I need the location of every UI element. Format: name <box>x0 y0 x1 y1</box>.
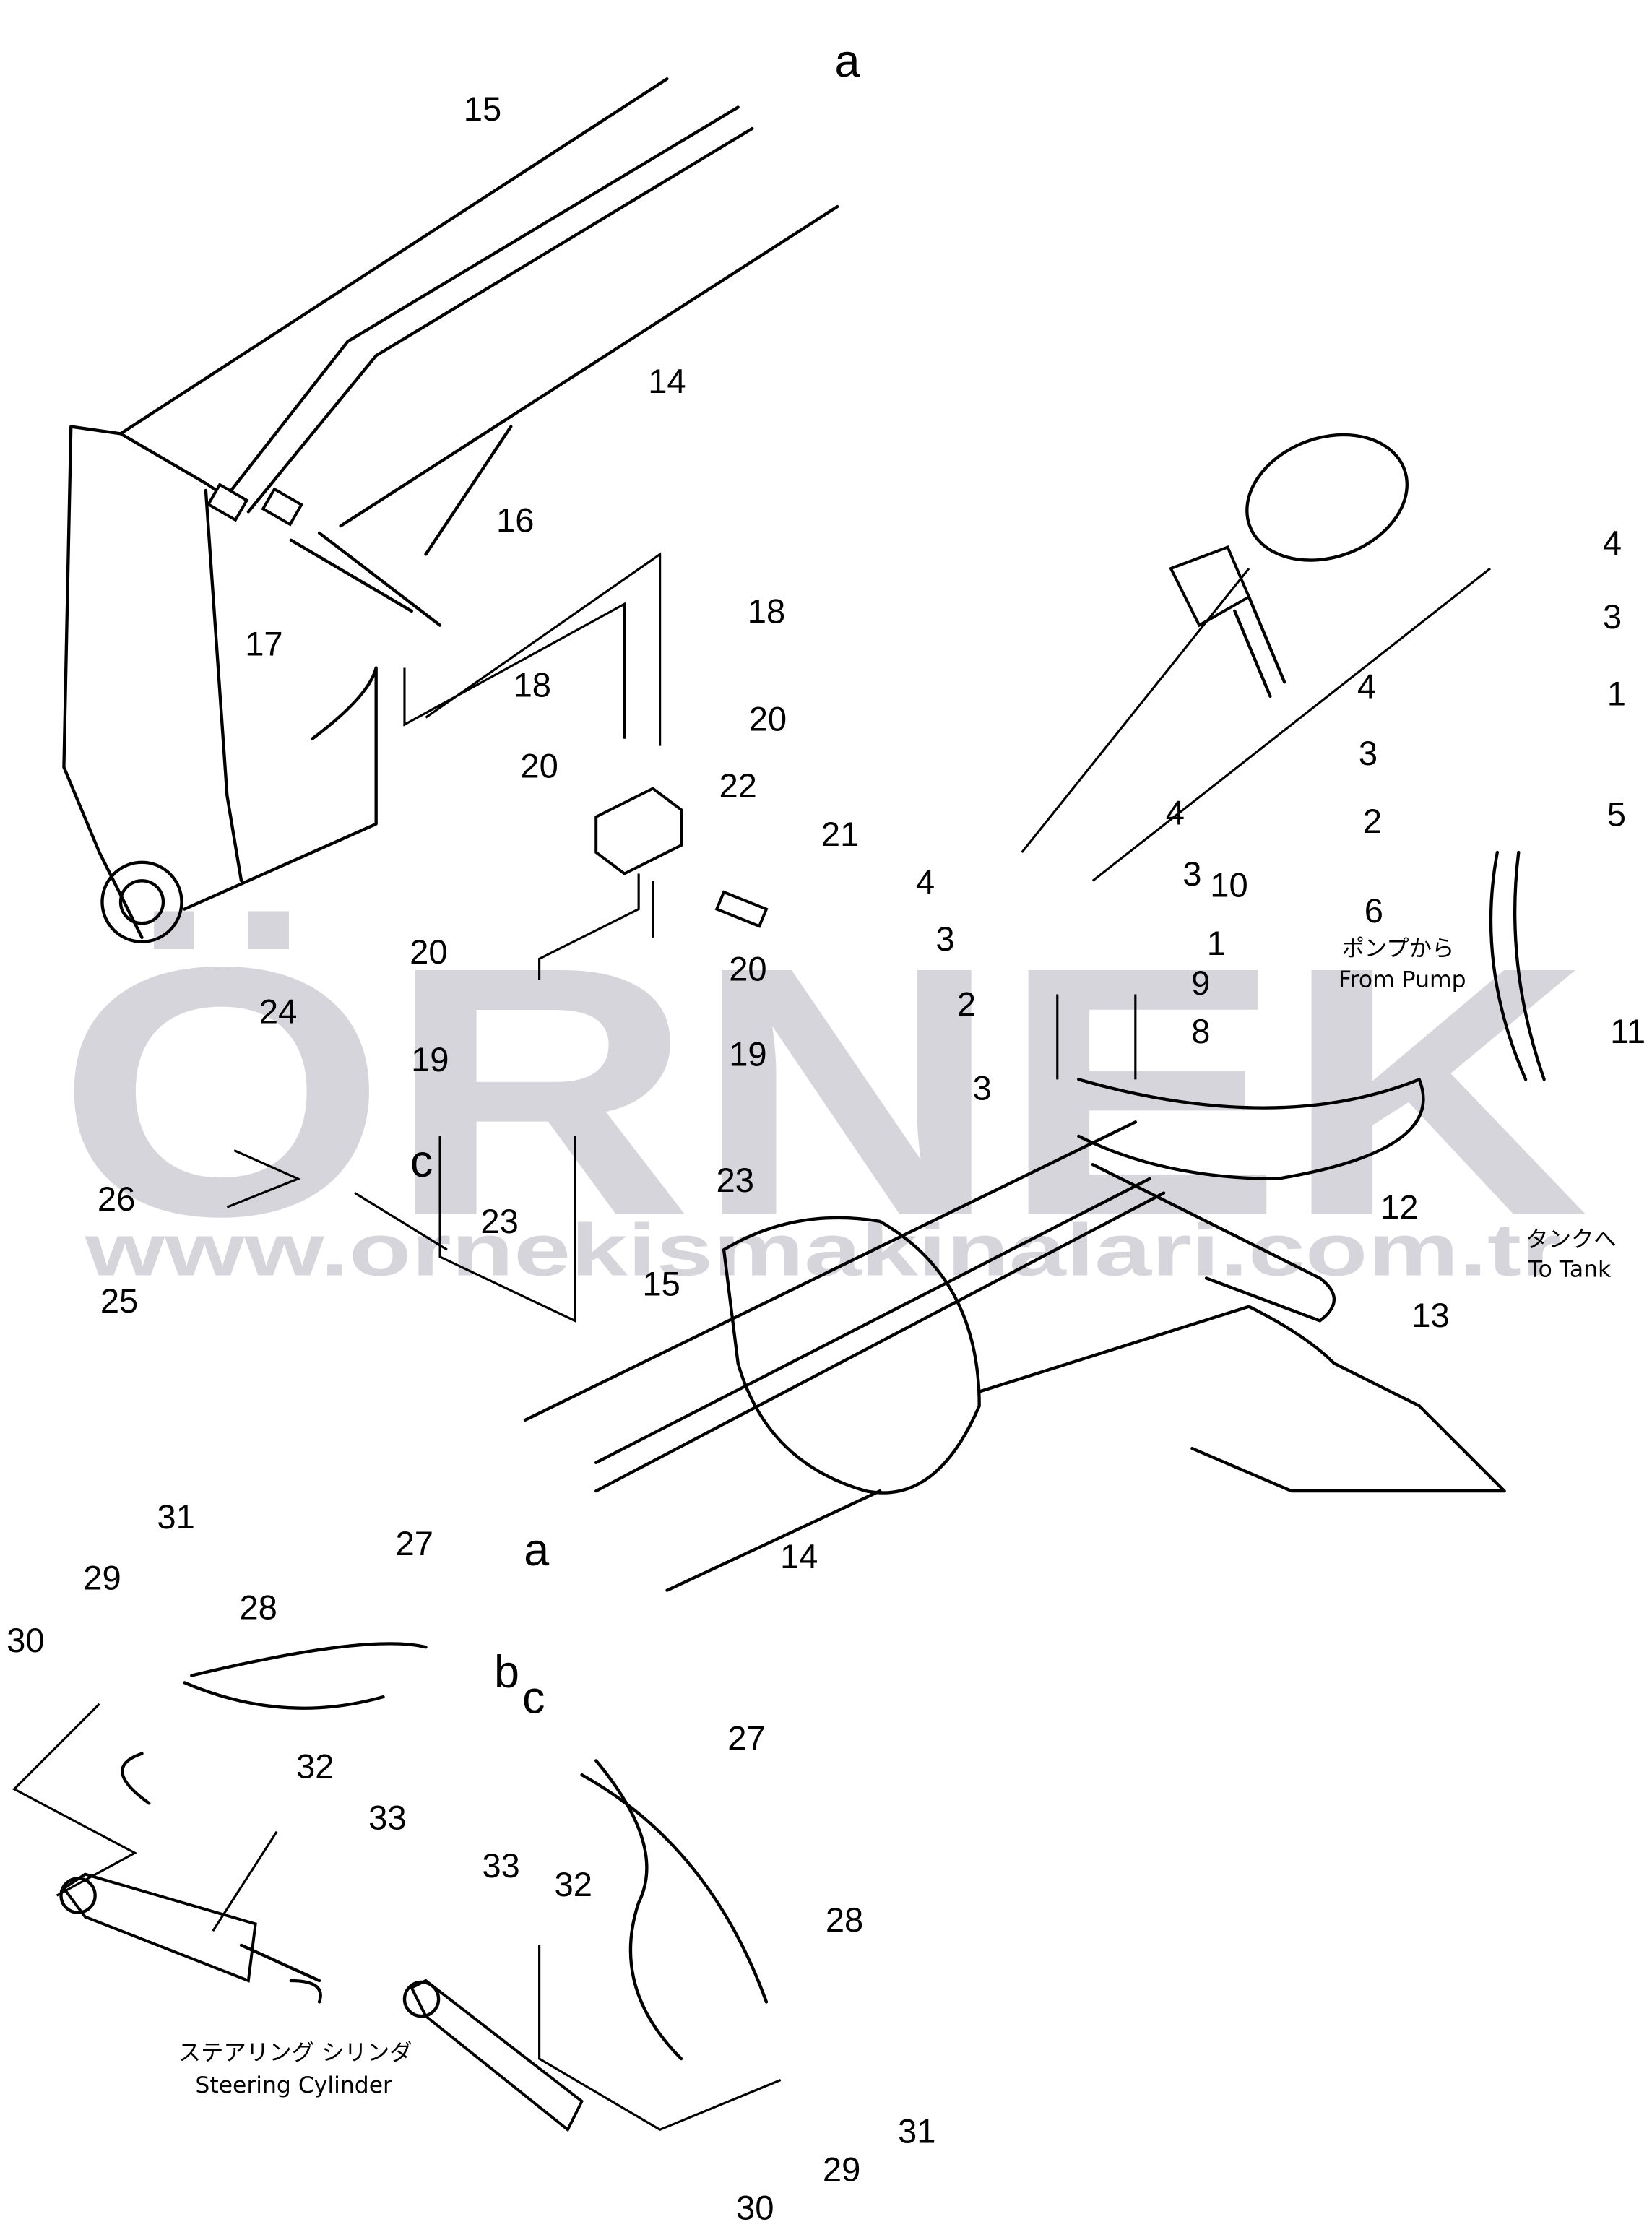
callout-label: 17 <box>245 625 282 663</box>
callout-label: 29 <box>823 2150 860 2189</box>
callout-label: 3 <box>1359 734 1378 772</box>
callouts: a 15 14 16 17 18 18 20 20 22 21 20 20 24… <box>7 36 1645 2227</box>
callout-label: 14 <box>780 1537 818 1575</box>
watermark-brand: ÖRNEK <box>57 894 1590 1290</box>
callout-label: 32 <box>296 1747 334 1786</box>
cylinder-drawing <box>12 1642 782 2132</box>
callout-label: 20 <box>520 747 558 785</box>
steering-cylinder-jp: ステアリング シリンダ <box>178 2040 412 2066</box>
callout-label: 28 <box>826 1900 863 1939</box>
callout-label: 5 <box>1607 795 1626 833</box>
callout-label: 18 <box>514 666 551 704</box>
callout-label: 23 <box>717 1161 754 1199</box>
callout-label: 20 <box>410 933 447 971</box>
callout-label: c <box>522 1673 545 1724</box>
callout-label: 16 <box>496 501 534 540</box>
callout-label: 19 <box>729 1034 766 1073</box>
callout-label: 15 <box>642 1265 680 1303</box>
callout-label: 1 <box>1207 924 1226 962</box>
steering-cylinder-en: Steering Cylinder <box>195 2072 392 2098</box>
callout-label: 25 <box>100 1281 138 1320</box>
callout-label: 4 <box>1166 793 1185 831</box>
from-pump-en: From Pump <box>1339 967 1466 993</box>
callout-label: 26 <box>98 1180 135 1218</box>
callout-label: 24 <box>259 992 297 1030</box>
callout-label: 12 <box>1380 1188 1418 1227</box>
callout-label: 20 <box>749 700 787 738</box>
callout-label: 13 <box>1411 1296 1449 1334</box>
callout-label: 4 <box>1357 667 1376 705</box>
callout-label: 32 <box>555 1865 592 1903</box>
callout-label: a <box>834 36 860 87</box>
callout-label: 15 <box>464 90 501 128</box>
callout-label: 4 <box>916 863 935 901</box>
callout-label: 3 <box>1182 855 1201 893</box>
notes: ポンプから From Pump タンクへ To Tank ステアリング シリンダ… <box>178 935 1617 2098</box>
callout-label: 20 <box>729 949 766 987</box>
callout-label: 18 <box>748 592 785 630</box>
callout-label: 19 <box>411 1040 449 1078</box>
callout-label: 30 <box>7 1621 44 1659</box>
callout-label: 27 <box>395 1524 433 1562</box>
callout-label: 9 <box>1191 964 1210 1002</box>
callout-label: 31 <box>157 1497 194 1536</box>
to-tank-jp: タンクへ <box>1526 1227 1617 1253</box>
callout-label: 14 <box>648 362 686 400</box>
callout-label: 11 <box>1610 1012 1645 1050</box>
callout-label: 1 <box>1607 674 1626 712</box>
watermark-url: www.ornekismakinalari.com.tr <box>84 1208 1561 1291</box>
steering-drawing <box>523 433 1546 1592</box>
to-tank-en: To Tank <box>1528 1256 1612 1282</box>
callout-label: 2 <box>957 985 976 1024</box>
callout-label: c <box>410 1136 433 1187</box>
callout-label: 29 <box>83 1558 121 1596</box>
callout-label: 3 <box>1603 597 1622 636</box>
callout-label: 22 <box>719 766 756 805</box>
callout-label: a <box>524 1525 549 1575</box>
callout-label: 3 <box>973 1069 992 1107</box>
callout-label: 8 <box>1191 1012 1210 1050</box>
callout-label: 31 <box>898 2112 935 2150</box>
callout-label: 28 <box>239 1588 277 1627</box>
callout-label: 23 <box>480 1202 518 1240</box>
callout-label: 3 <box>935 920 954 958</box>
callout-label: 4 <box>1603 524 1622 562</box>
frame-drawing <box>62 77 839 943</box>
callout-label: 33 <box>482 1846 519 1885</box>
callout-label: 6 <box>1365 891 1383 930</box>
from-pump-jp: ポンプから <box>1341 935 1454 961</box>
callout-label: 2 <box>1363 802 1382 840</box>
callout-label: 30 <box>736 2189 774 2227</box>
callout-label: 21 <box>821 815 859 853</box>
valve-drawing <box>226 787 769 1323</box>
callout-label: 33 <box>368 1798 406 1836</box>
watermark: ÖRNEK www.ornekismakinalari.com.tr <box>57 894 1590 1291</box>
callout-label: b <box>494 1647 519 1698</box>
callout-label: 27 <box>727 1718 765 1757</box>
callout-label: 10 <box>1210 866 1247 904</box>
